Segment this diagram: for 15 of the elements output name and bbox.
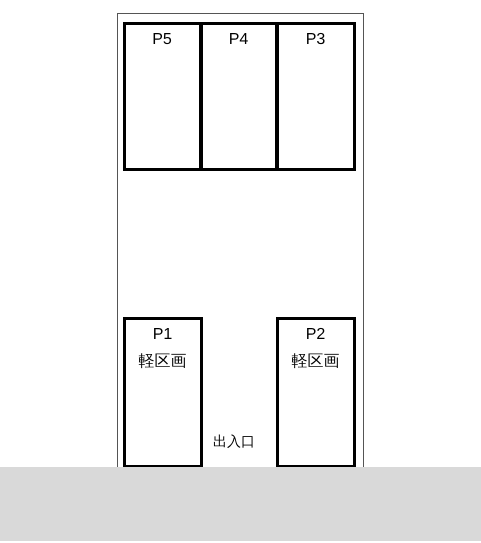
space-type-label: 軽区画 (138, 350, 186, 372)
space-number: P3 (306, 30, 326, 50)
space-number: P1 (152, 324, 172, 344)
parking-lot-outline (117, 13, 364, 468)
parking-space (122, 22, 202, 170)
space-number: P2 (306, 324, 326, 344)
space-number: P5 (152, 30, 172, 50)
space-type-label: 軽区画 (292, 350, 340, 372)
parking-space (122, 316, 202, 468)
entrance-label: 出入口 (213, 433, 255, 452)
parking-space (200, 22, 278, 170)
parking-space (276, 316, 356, 468)
space-number: P4 (228, 30, 248, 50)
road (0, 467, 481, 541)
parking-space (276, 22, 356, 170)
